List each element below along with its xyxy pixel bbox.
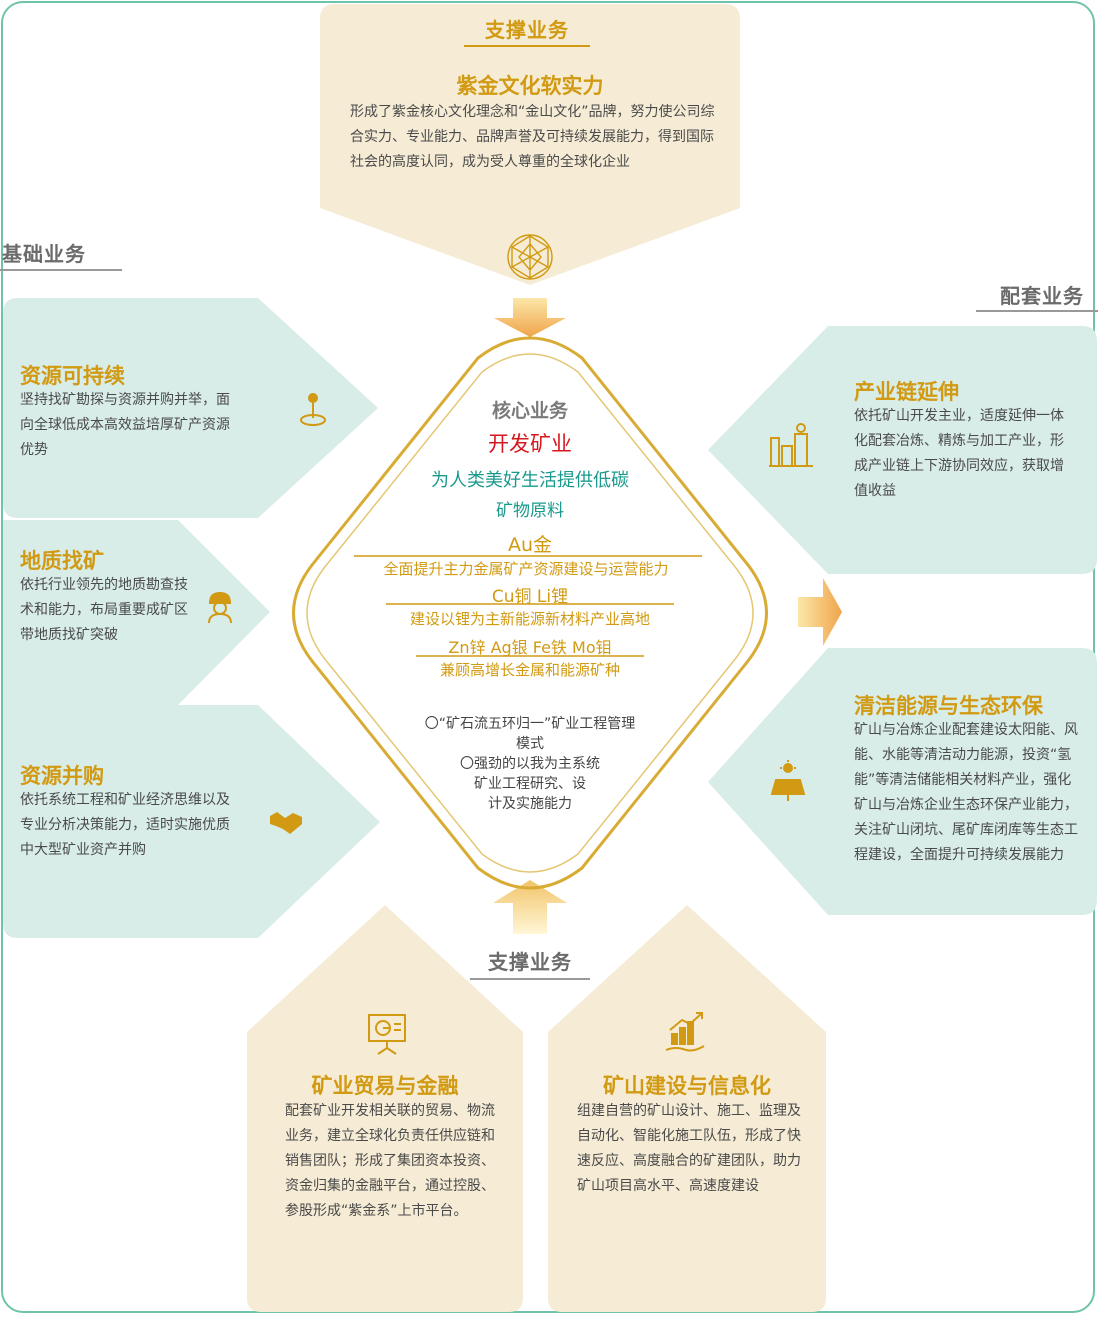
left-panel-1-shape [3,298,378,518]
left-item-3-text: 依托系统工程和矿业经济思维以及专业分析决策能力，适时实施优质中大型矿业资产并购 [20,792,230,858]
left-item-2-text: 依托行业领先的地质勘查技术和能力，布局重要成矿区带地质找矿突破 [20,577,188,643]
metal-cu-li-desc: 建设以锂为主新能源新材料产业高地 [409,610,650,628]
culture-title: 紫金文化软实力 [456,74,604,98]
core-note-5: 计及实施能力 [488,796,572,812]
left-item-1-title: 资源可持续 [20,364,125,388]
core-notes: 〇“矿石流五环归一”矿业工程管理 模式 〇强劲的以我为主系统 矿业工程研究、设 … [380,714,680,814]
left-item-2-title: 地质找矿 [20,549,104,573]
core-note-4: 矿业工程研究、设 [474,776,586,792]
miner-helmet-icon [205,590,235,628]
left-panel-3-shape [3,705,380,938]
bottom-item-1-title: 矿业贸易与金融 [311,1074,459,1098]
factory-icon [768,420,814,472]
globe-network-icon [505,232,555,286]
handshake-icon [268,810,304,840]
culture-text: 形成了紫金核心文化理念和“金山文化”品牌，努力使公司综合实力、专业能力、品牌声誉… [350,104,715,170]
right-item-1-title: 产业链延伸 [854,380,959,404]
bottom-item-1-text: 配套矿业开发相关联的贸易、物流业务，建立全球化负责任供应链和销售团队；形成了集团… [285,1103,495,1219]
bottom-item-2-text: 组建自营的矿山设计、施工、监理及自动化、智能化施工队伍，形成了快速反应、高度融合… [577,1103,801,1194]
metal-cu-li: Cu铜 Li锂 [491,587,569,607]
right-item-2-title: 清洁能源与生态环保 [854,694,1043,718]
right-item-2-text: 矿山与冶炼企业配套建设太阳能、风能、水能等清洁动力能源，投资“氢能”等清洁储能相… [854,722,1078,863]
right-item-1-text: 依托矿山开发主业，适度延伸一体化配套冶炼、精炼与加工产业，形成产业链上下游协同效… [854,408,1064,499]
bottom-section-title: 支撑业务 [488,950,572,974]
metal-others-desc: 兼顾高增长金属和能源矿种 [439,661,620,679]
metal-au-desc: 全面提升主力金属矿产资源建设与运营能力 [383,560,669,578]
top-section-title: 支撑业务 [485,18,569,42]
left-item-1-text: 坚持找矿勘探与资源并购并举，面向全球低成本高效益培厚矿产资源优势 [20,392,230,458]
core-note-1: 〇“矿石流五环归一”矿业工程管理 [424,716,636,732]
bottom-right-shape [548,905,826,1312]
left-section-title: 基础业务 [2,242,86,266]
metal-others: Zn锌 Ag银 Fe铁 Mo钼 [448,638,612,657]
location-pin-icon [298,392,328,432]
core-diamond-outer [292,336,768,890]
presentation-chart-icon [366,1012,408,1060]
left-panel-2-shape [3,520,270,705]
core-name: 开发矿业 [488,432,572,456]
down-arrow [494,298,566,337]
core-note-2: 模式 [516,736,544,752]
right-panel-1-shape [708,326,1097,574]
top-support-shape [320,4,740,285]
right-section-title: 配套业务 [1000,284,1084,308]
right-arrow [798,578,842,646]
growth-chart-hand-icon [664,1010,708,1060]
core-note-3: 〇强劲的以我为主系统 [460,756,600,772]
core-mission-line2: 矿物原料 [496,501,564,521]
core-label: 核心业务 [491,400,568,422]
metal-au: Au金 [507,534,553,556]
bottom-item-2-title: 矿山建设与信息化 [603,1074,771,1098]
right-panel-2-shape [708,648,1097,915]
core-mission-line1: 为人类美好生活提供低碳 [431,470,629,491]
up-arrow [493,880,567,934]
solar-panel-icon [770,760,806,806]
bottom-left-shape [247,905,523,1312]
left-item-3-title: 资源并购 [20,764,104,788]
core-diamond-inner [306,353,754,873]
